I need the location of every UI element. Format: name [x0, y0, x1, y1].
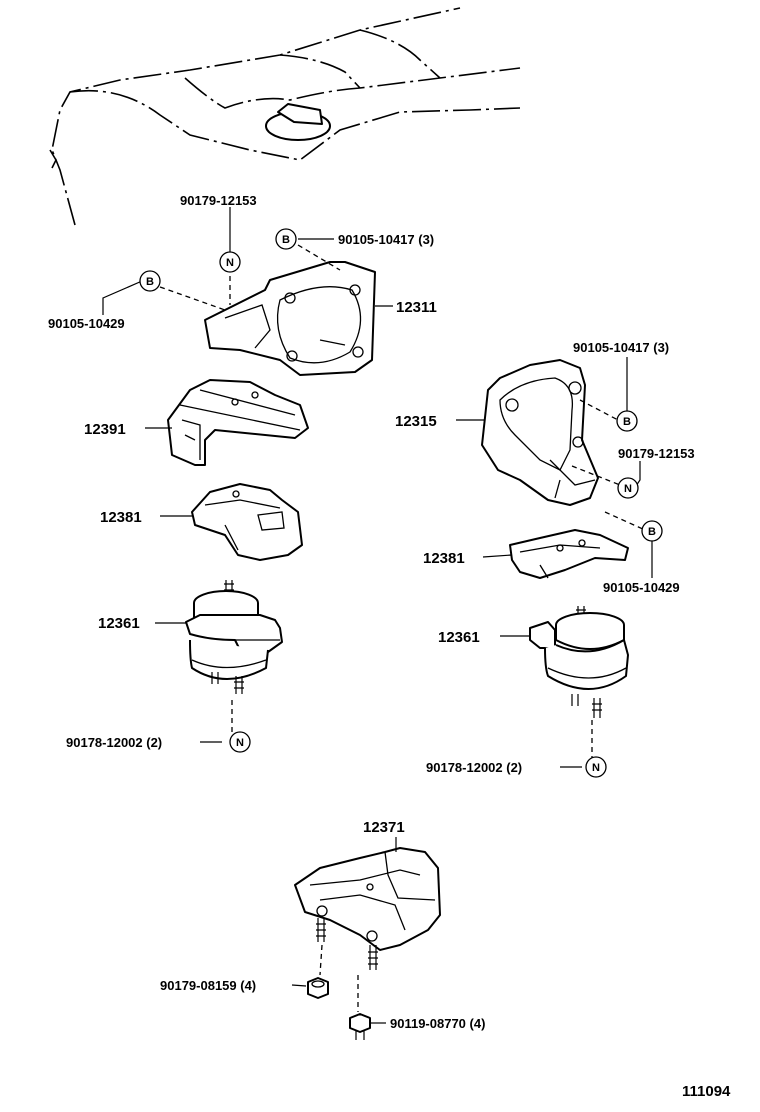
part-number-label: 90179-08159 (4)	[160, 978, 256, 993]
bolt-code-marker: B	[139, 270, 161, 292]
engine-mounting-bracket-12315	[481, 359, 599, 506]
svg-text:N: N	[236, 737, 244, 749]
reference-number-label: 12391	[84, 421, 126, 438]
nut-90179-08159	[307, 977, 329, 999]
reference-number-label: 12361	[98, 615, 140, 632]
engine-outline	[49, 7, 521, 226]
svg-text:B: B	[282, 234, 290, 246]
oil-filler-cap-tab	[277, 103, 323, 125]
part-number-label: 90105-10417 (3)	[573, 340, 669, 355]
part-number-label: 90178-12002 (2)	[426, 760, 522, 775]
bolt-code-marker: B	[616, 410, 638, 432]
fastener-code-markers: N B B N B N B N	[139, 228, 663, 778]
leader-lines	[102, 207, 653, 1024]
part-number-label: 90105-10429	[603, 580, 680, 595]
engine-mounting-bracket-12311	[204, 261, 376, 376]
figure-number: 111094	[682, 1083, 731, 1100]
alignment-dash-lines	[159, 244, 646, 1012]
part-number-label: 90179-12153	[618, 446, 695, 461]
svg-text:B: B	[648, 526, 656, 538]
svg-text:B: B	[623, 416, 631, 428]
mounting-insulator-12391	[167, 379, 309, 466]
part-number-label: 90105-10429	[48, 316, 125, 331]
nut-code-marker: N	[617, 477, 639, 499]
bolt-code-marker: B	[275, 228, 297, 250]
nut-code-marker: N	[219, 251, 241, 273]
mounting-stopper-12381-right	[509, 529, 629, 579]
part-number-label: 90105-10417 (3)	[338, 232, 434, 247]
mounting-stopper-12381-left	[191, 483, 303, 561]
svg-text:N: N	[592, 762, 600, 774]
engine-mounting-insulator-12361-left	[185, 580, 283, 694]
part-number-label: 90119-08770 (4)	[390, 1016, 485, 1031]
svg-text:N: N	[624, 483, 632, 495]
part-number-label: 90179-12153	[180, 193, 257, 208]
reference-number-label: 12311	[396, 299, 437, 316]
rear-engine-mounting-12371	[294, 847, 441, 970]
reference-number-label: 12315	[395, 413, 437, 430]
reference-number-label: 12361	[438, 629, 480, 646]
svg-text:B: B	[146, 276, 154, 288]
bolt-90119-08770	[349, 1013, 371, 1040]
nut-code-marker: N	[585, 756, 607, 778]
reference-number-label: 12381	[100, 509, 142, 526]
engine-mounting-insulator-12361-right	[529, 606, 629, 718]
reference-number-label: 12371	[363, 819, 405, 836]
reference-number-label: 12381	[423, 550, 465, 567]
callout-labels: 90179-12153 90105-10417 (3) 90105-10429 …	[48, 193, 731, 1100]
part-number-label: 90178-12002 (2)	[66, 735, 162, 750]
bolt-code-marker: B	[641, 520, 663, 542]
svg-text:N: N	[226, 257, 234, 269]
nut-code-marker: N	[229, 731, 251, 753]
